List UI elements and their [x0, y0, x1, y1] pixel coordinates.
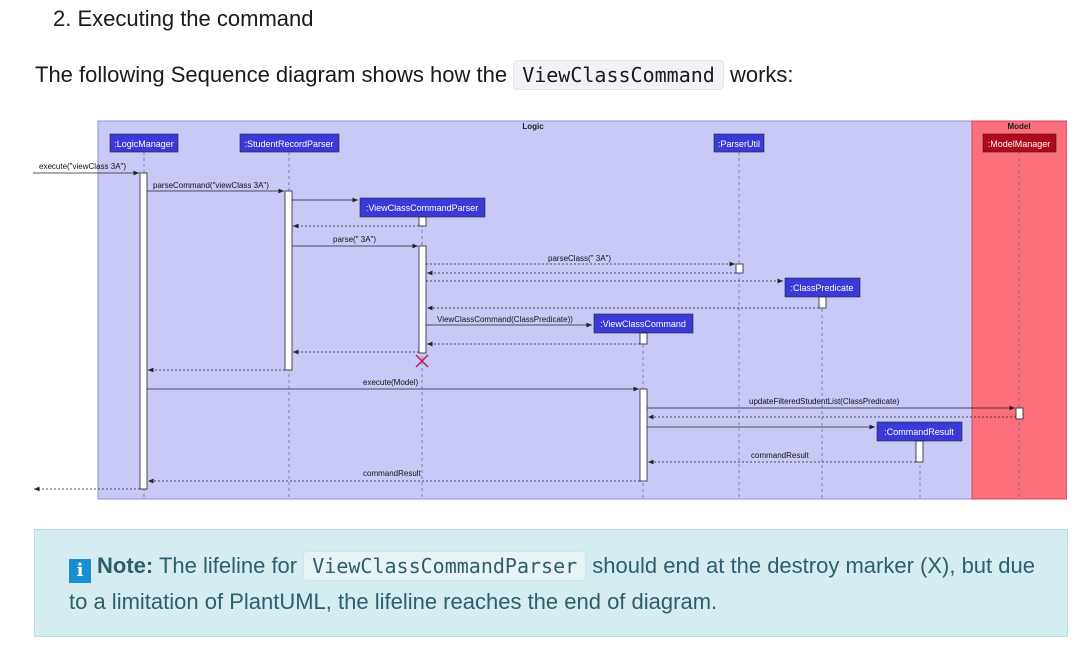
logic-group-label: Logic — [522, 122, 544, 131]
participant-view-class-command-parser-label: :ViewClassCommandParser — [366, 203, 478, 213]
label-command-result-final: commandResult — [363, 469, 422, 478]
destroy-marker — [415, 354, 429, 368]
participant-class-predicate-label: :ClassPredicate — [790, 283, 853, 293]
intro-code: ViewClassCommand — [513, 60, 724, 90]
label-execute-input: execute("viewClass 3A") — [39, 162, 126, 171]
label-execute-model: execute(Model) — [363, 378, 418, 387]
activation-model-manager — [1015, 407, 1024, 420]
activation-view-class-command-parser-create — [418, 216, 427, 227]
participant-model-manager — [982, 133, 1057, 153]
participant-command-result-label: :CommandResult — [884, 427, 954, 437]
model-group — [971, 120, 1067, 500]
model-group-label: Model — [1007, 122, 1030, 131]
participant-model-manager-label: :ModelManager — [988, 139, 1051, 149]
participant-parser-util-label: :ParserUtil — [718, 139, 760, 149]
label-view-class-command-ctor: ViewClassCommand(ClassPredicate)) — [437, 315, 573, 324]
intro-text-before: The following Sequence diagram shows how… — [35, 62, 508, 87]
activation-view-class-command-parser — [418, 245, 427, 354]
activation-class-predicate — [818, 296, 827, 309]
participant-student-record-parser-label: :StudentRecordParser — [244, 139, 333, 149]
note-code: ViewClassCommandParser — [303, 551, 587, 581]
label-parse-command: parseCommand("viewClass 3A") — [153, 181, 269, 190]
participant-parser-util — [713, 133, 765, 153]
note-text-1: The lifeline for — [158, 553, 298, 578]
activation-view-class-command — [639, 388, 648, 482]
intro-paragraph: The following Sequence diagram shows how… — [35, 60, 794, 90]
participant-student-record-parser — [239, 133, 340, 153]
message-labels: execute("viewClass 3A") parseCommand("vi… — [39, 162, 900, 478]
info-icon: i — [69, 559, 91, 583]
participant-logic-manager-label: :LogicManager — [114, 139, 174, 149]
activation-parser-util — [735, 263, 744, 274]
note-label: Note: — [97, 553, 154, 578]
participant-view-class-command-label: :ViewClassCommand — [600, 319, 686, 329]
participant-logic-manager — [109, 133, 179, 153]
activation-command-result — [915, 440, 924, 463]
sequence-diagram: Logic Model :LogicManager :StudentRecord… — [33, 120, 1067, 500]
label-parse: parse(" 3A") — [333, 235, 376, 244]
label-command-result-return: commandResult — [751, 451, 810, 460]
section-heading: 2. Executing the command — [53, 6, 314, 31]
activation-view-class-command-create — [639, 332, 648, 345]
activations — [139, 172, 1024, 490]
messages — [33, 170, 1016, 492]
label-update-filtered: updateFilteredStudentList(ClassPredicate… — [749, 397, 900, 406]
logic-group — [97, 120, 973, 500]
activation-student-record-parser — [284, 190, 293, 371]
note-text-2: should end at the destroy marker (X), bu… — [69, 553, 1035, 614]
intro-text-after: works: — [729, 62, 794, 87]
label-parse-class: parseClass(" 3A") — [548, 254, 611, 263]
activation-logic-manager — [139, 172, 148, 490]
